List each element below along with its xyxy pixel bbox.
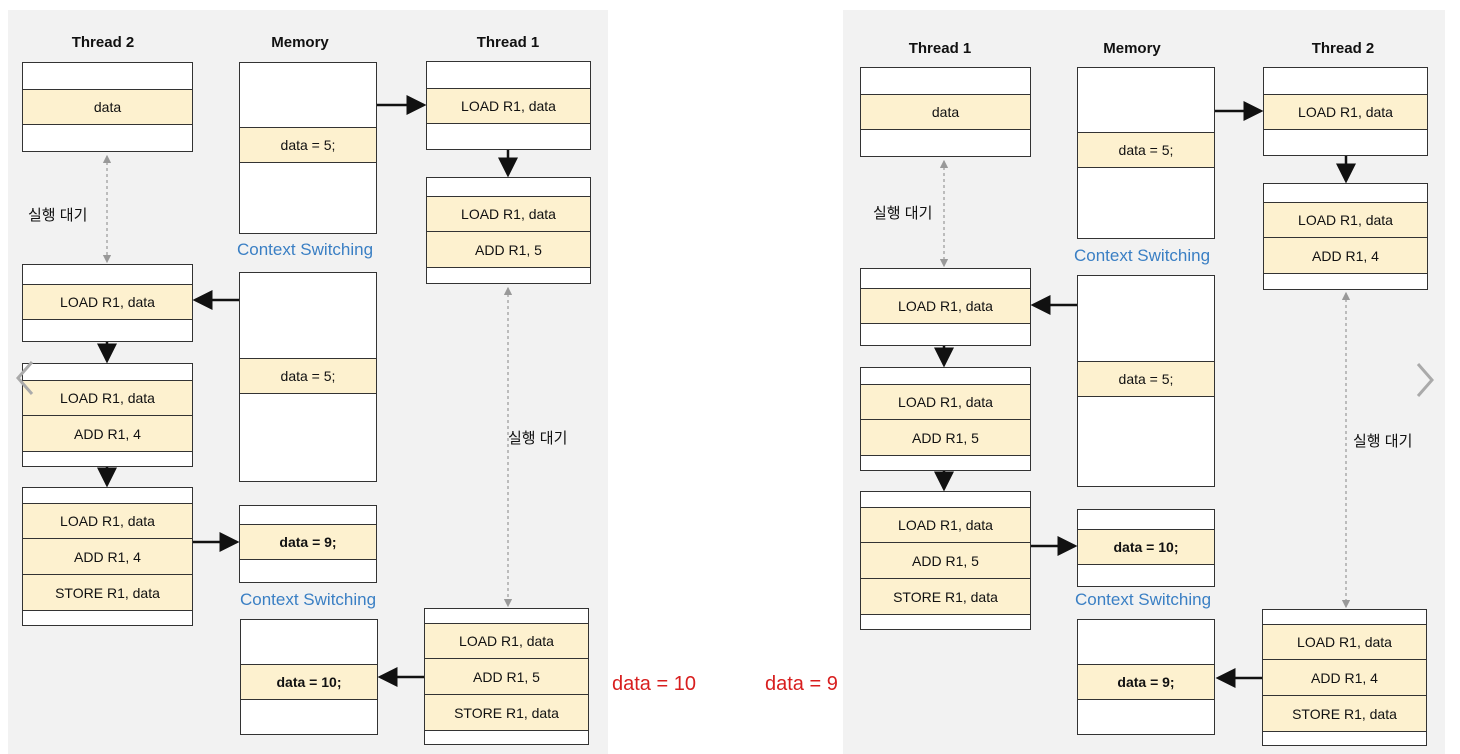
left-thread2-box-3-row-1: LOAD R1, data bbox=[23, 380, 192, 416]
right-thread1-box-4-row-2: ADD R1, 5 bbox=[861, 543, 1030, 579]
right-memory-box-1-row: data = 5; bbox=[1078, 132, 1214, 168]
right-memory-box-2-row: data = 5; bbox=[1078, 361, 1214, 397]
left-memory-box-1-row: data = 5; bbox=[240, 127, 376, 163]
right-thread2-box-2: LOAD R1, data ADD R1, 4 bbox=[1263, 183, 1428, 290]
right-thread1-box-2-row: LOAD R1, data bbox=[861, 288, 1030, 324]
left-thread1-box-3-row-3: STORE R1, data bbox=[425, 695, 588, 731]
left-thread1-box-1: LOAD R1, data bbox=[426, 61, 591, 150]
left-thread1-box-2-row-1: LOAD R1, data bbox=[427, 196, 590, 232]
chevron-right-icon[interactable] bbox=[1414, 360, 1438, 408]
right-thread1-box-3-row-1: LOAD R1, data bbox=[861, 384, 1030, 420]
right-memory-box-2: data = 5; bbox=[1077, 275, 1215, 487]
left-header-thread-1: Thread 1 bbox=[476, 34, 540, 51]
left-memory-box-4-row: data = 10; bbox=[241, 664, 377, 700]
left-thread1-box-3: LOAD R1, data ADD R1, 5 STORE R1, data bbox=[424, 608, 589, 745]
right-result-label: data = 9 bbox=[765, 673, 838, 695]
left-thread1-box-3-row-1: LOAD R1, data bbox=[425, 623, 588, 659]
left-context-switching-1: Context Switching bbox=[237, 240, 374, 259]
left-thread2-box-4-row-1: LOAD R1, data bbox=[23, 503, 192, 539]
right-memory-box-3: data = 10; bbox=[1077, 509, 1215, 587]
left-thread1-box-2: LOAD R1, data ADD R1, 5 bbox=[426, 177, 591, 284]
left-thread2-box-1: data bbox=[22, 62, 193, 152]
left-thread1-wait-label: 실행 대기 bbox=[508, 430, 568, 447]
left-memory-box-3: data = 9; bbox=[239, 505, 377, 583]
right-context-switching-2: Context Switching bbox=[1075, 590, 1212, 609]
right-thread1-box-1-row: data bbox=[861, 94, 1030, 130]
right-context-switching-1: Context Switching bbox=[1074, 246, 1211, 265]
right-wait-label: 실행 대기 bbox=[873, 205, 933, 222]
left-thread2-box-4-row-2: ADD R1, 4 bbox=[23, 539, 192, 575]
left-header-memory: Memory bbox=[271, 34, 329, 51]
right-header-thread-1: Thread 1 bbox=[908, 40, 972, 57]
right-thread1-box-4-row-3: STORE R1, data bbox=[861, 579, 1030, 615]
right-thread2-box-2-row-2: ADD R1, 4 bbox=[1264, 238, 1427, 274]
left-header-thread-2: Thread 2 bbox=[71, 34, 135, 51]
left-thread2-box-4: LOAD R1, data ADD R1, 4 STORE R1, data bbox=[22, 487, 193, 626]
left-result-label: data = 10 bbox=[612, 673, 696, 695]
left-memory-box-2-row: data = 5; bbox=[240, 358, 376, 394]
right-thread1-box-4-row-1: LOAD R1, data bbox=[861, 507, 1030, 543]
left-thread1-box-2-row-2: ADD R1, 5 bbox=[427, 232, 590, 268]
right-thread2-box-1: LOAD R1, data bbox=[1263, 67, 1428, 156]
right-thread1-box-3: LOAD R1, data ADD R1, 5 bbox=[860, 367, 1031, 471]
right-thread2-box-2-row-1: LOAD R1, data bbox=[1264, 202, 1427, 238]
right-thread1-box-2: LOAD R1, data bbox=[860, 268, 1031, 346]
right-header-memory: Memory bbox=[1103, 40, 1161, 57]
left-wait-label: 실행 대기 bbox=[28, 207, 88, 224]
right-thread2-wait-label: 실행 대기 bbox=[1353, 433, 1413, 450]
right-header-thread-2: Thread 2 bbox=[1311, 40, 1375, 57]
left-memory-box-3-row: data = 9; bbox=[240, 524, 376, 560]
right-thread2-box-3-row-3: STORE R1, data bbox=[1263, 696, 1426, 732]
left-thread2-box-2-row: LOAD R1, data bbox=[23, 284, 192, 320]
right-thread2-box-1-row: LOAD R1, data bbox=[1264, 94, 1427, 130]
right-memory-box-1: data = 5; bbox=[1077, 67, 1215, 239]
right-thread1-box-4: LOAD R1, data ADD R1, 5 STORE R1, data bbox=[860, 491, 1031, 630]
left-memory-box-1: data = 5; bbox=[239, 62, 377, 234]
left-thread2-box-3-row-2: ADD R1, 4 bbox=[23, 416, 192, 452]
left-memory-box-4: data = 10; bbox=[240, 619, 378, 735]
left-thread2-box-3: LOAD R1, data ADD R1, 4 bbox=[22, 363, 193, 467]
right-thread1-box-3-row-2: ADD R1, 5 bbox=[861, 420, 1030, 456]
right-thread1-box-1: data bbox=[860, 67, 1031, 157]
left-memory-box-2: data = 5; bbox=[239, 272, 377, 482]
right-memory-box-4: data = 9; bbox=[1077, 619, 1215, 735]
chevron-left-icon[interactable] bbox=[12, 358, 36, 406]
left-context-switching-2: Context Switching bbox=[240, 590, 377, 609]
right-memory-box-3-row: data = 10; bbox=[1078, 529, 1214, 565]
left-thread1-box-3-row-2: ADD R1, 5 bbox=[425, 659, 588, 695]
right-memory-box-4-row: data = 9; bbox=[1078, 664, 1214, 700]
right-thread2-box-3-row-1: LOAD R1, data bbox=[1263, 624, 1426, 660]
right-thread2-box-3-row-2: ADD R1, 4 bbox=[1263, 660, 1426, 696]
left-thread1-box-1-row: LOAD R1, data bbox=[427, 88, 590, 124]
right-thread2-box-3: LOAD R1, data ADD R1, 4 STORE R1, data bbox=[1262, 609, 1427, 746]
left-thread2-box-4-row-3: STORE R1, data bbox=[23, 575, 192, 611]
left-thread2-box-1-row: data bbox=[23, 89, 192, 125]
